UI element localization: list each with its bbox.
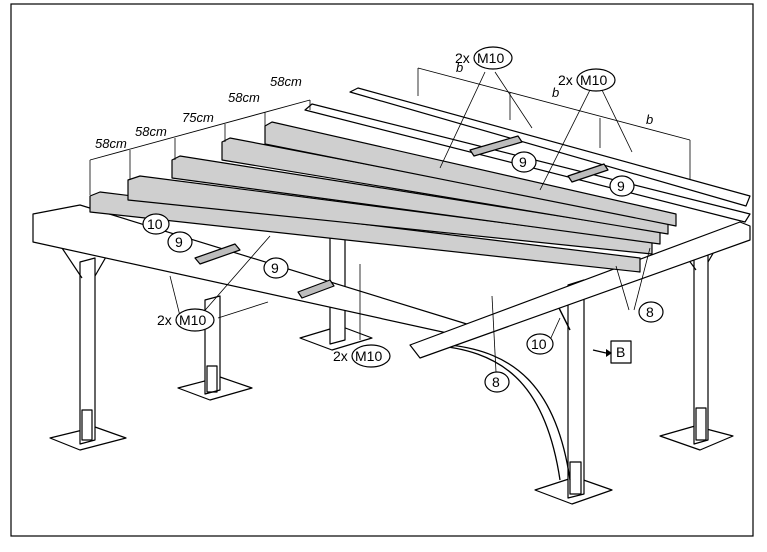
leader-line [217,301,269,319]
bolt-oval [576,68,616,92]
callout-circle [638,301,664,323]
bolt-qty: 2x [558,72,573,88]
callout-circle [484,371,510,393]
bolt-oval [473,46,513,70]
spacing-label: 58cm [270,74,302,89]
brace [61,247,83,279]
leader-line [601,89,633,153]
dimension-b: b [646,112,653,127]
leader-line [169,275,181,317]
bolt-size: M10 [477,50,504,66]
view-marker-letter: B [616,344,625,360]
arch [429,344,561,481]
rear-beam [349,87,751,207]
bolt-size: M10 [580,72,607,88]
part-number-slat: 9 [519,154,527,170]
spacing-label: 75cm [182,110,214,125]
slat [194,243,241,265]
leader-line [439,71,486,169]
part-number-beam: 8 [492,374,500,390]
callout-circle [263,257,289,279]
bolt-oval [351,344,391,368]
top-board [127,175,653,255]
part-number-beam: 8 [646,304,654,320]
post-base [81,409,93,441]
dimension-b: b [552,85,559,100]
bolt-oval [175,308,215,332]
slat [469,135,523,157]
bolt-qty: 2x [157,312,172,328]
part-number-slat: 9 [617,178,625,194]
top-board [89,191,641,273]
view-arrow [592,349,607,354]
spacing-label: 58cm [135,124,167,139]
arch [449,344,571,481]
callout-circle [511,151,537,173]
callout-circle [167,231,193,253]
dimension-line [417,67,691,141]
dimension-line [89,99,311,161]
post-base [206,365,218,393]
bolt-qty: 2x [333,348,348,364]
bolt-size: M10 [355,348,382,364]
leader-line [539,89,591,191]
spacing-label: 58cm [228,90,260,105]
front-beam [409,221,751,359]
slat [567,163,609,183]
post [79,257,96,445]
slat [297,279,335,299]
part-number-brace: 10 [531,336,547,352]
leader-line [549,317,561,341]
view-marker-box [610,340,632,364]
leader-line [633,247,651,311]
bolt-size: M10 [179,312,206,328]
leader-line [494,71,533,129]
dimension-b: b [456,60,463,75]
top-board [171,155,661,245]
leader-line [199,235,271,317]
spacing-label: 58cm [95,136,127,151]
leader-line [491,295,497,373]
callout-circle [609,175,635,197]
leader-line [615,265,630,311]
top-board [264,121,677,227]
part-number-slat: 9 [271,260,279,276]
callout-circle [142,213,170,235]
part-number-brace: 10 [147,216,163,232]
page-frame [10,3,754,537]
bolt-qty: 2x [455,50,470,66]
top-board [221,137,669,235]
callout-circle [526,333,554,355]
view-arrowhead [606,349,612,357]
part-number-slat: 9 [175,234,183,250]
post-base [695,407,707,441]
